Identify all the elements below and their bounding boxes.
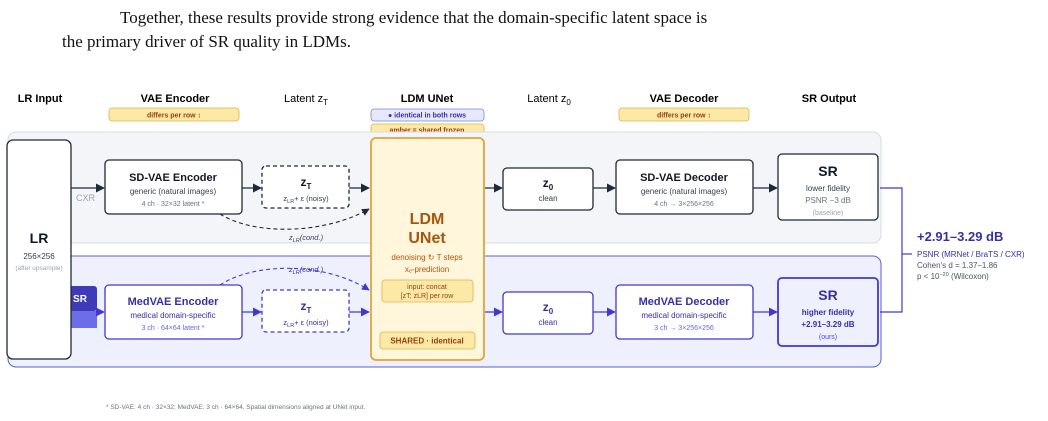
- bottom-sr-line2: +2.91–3.29 dB: [801, 320, 854, 329]
- ldm-unet-box: [370, 137, 485, 361]
- header-ldm-unet: LDM UNet: [401, 93, 454, 105]
- top-zt-noise: zLR+ ε (noisy): [283, 194, 329, 205]
- badge-amber-shared-label: amber = shared frozen: [390, 128, 465, 135]
- top-cond-curve: [219, 208, 370, 230]
- bottom-cond-label: zLR(cond.): [288, 265, 324, 276]
- bottom-cond-curve: [219, 267, 370, 291]
- bottom-sr-title: SR: [818, 287, 837, 303]
- bottom-zt-noise: zLR+ ε (noisy): [283, 318, 329, 329]
- badge-differs-encoder-label: differs per row ↕: [147, 113, 201, 120]
- ldm-unet-shared-label: SHARED · identical: [390, 337, 463, 346]
- header-vae-decoder: VAE Decoder: [650, 93, 720, 105]
- badge-differs-encoder: [108, 107, 240, 122]
- top-decoder-detail: 4 ch → 3×256×256: [654, 201, 714, 208]
- header-sr-output: SR Output: [802, 93, 857, 105]
- lr-input-size: 256×256: [23, 252, 55, 261]
- top-encoder-subtitle: generic (natural images): [130, 187, 217, 196]
- badge-identical-rows-label: ● identical in both rows: [388, 113, 466, 120]
- bottom-sr-line1: higher fidelity: [802, 308, 855, 317]
- ldm-unet-input-line1: input: concat: [407, 284, 447, 291]
- result-cohen: Cohen's d = 1.37–1.86: [917, 261, 998, 270]
- bottom-z0-box: [502, 291, 594, 335]
- header-latent-z0: Latent z0: [527, 93, 571, 107]
- lr-input-title: LR: [30, 230, 49, 246]
- ldm-unet-input-line2: [zT; zLR] per row: [401, 293, 454, 300]
- bottom-decoder-detail: 3 ch → 3×256×256: [654, 325, 714, 332]
- top-encoder-box: [104, 159, 243, 215]
- lr-input-note: (after upsample): [15, 265, 62, 272]
- top-decoder-subtitle: generic (natural images): [641, 187, 728, 196]
- top-sr-box: [777, 153, 879, 221]
- ldm-unet-shared-badge: [379, 331, 476, 350]
- top-encoder-detail: 4 ch · 32×32 latent *: [142, 201, 205, 208]
- ldm-unet-denoise: denoising ↻ T steps: [391, 253, 462, 262]
- lr-input-box: [6, 139, 72, 360]
- top-sr-line2: PSNR −3 dB: [805, 196, 851, 205]
- bottom-decoder-title: MedVAE Decoder: [639, 296, 731, 308]
- top-cond-label: zLR(cond.): [288, 233, 324, 244]
- result-big: +2.91–3.29 dB: [917, 229, 1003, 244]
- bottom-zt-title: zT: [301, 299, 312, 315]
- top-sr-line1: lower fidelity: [806, 184, 850, 193]
- badge-differs-decoder: [618, 107, 750, 122]
- header-vae-encoder: VAE Encoder: [141, 93, 211, 105]
- ldm-unet-title-2: UNet: [408, 230, 446, 247]
- bottom-encoder-title: MedVAE Encoder: [128, 296, 220, 308]
- bottom-row-cut-label: SR: [73, 294, 88, 305]
- top-row-cut-label: CXR: [76, 193, 96, 203]
- top-z0-title: z0: [543, 176, 554, 192]
- bottom-zt-box: [261, 289, 350, 333]
- paragraph-line-1: Together, these results provide strong e…: [120, 8, 708, 27]
- result-psnr: PSNR (MRNet / BraTS / CXR): [917, 250, 1025, 259]
- paragraph-line-2: the primary driver of SR quality in LDMs…: [62, 32, 351, 51]
- badge-differs-decoder-label: differs per row ↕: [657, 113, 711, 120]
- top-encoder-title: SD-VAE Encoder: [129, 172, 218, 184]
- top-zt-title: zT: [301, 175, 312, 191]
- top-sr-title: SR: [818, 163, 837, 179]
- badge-identical-rows: [370, 108, 485, 122]
- top-decoder-box: [615, 159, 754, 215]
- bottom-encoder-detail: 3 ch · 64×64 latent *: [142, 325, 205, 332]
- bottom-encoder-subtitle: medical domain-specific: [130, 311, 215, 320]
- result-bracket: [880, 187, 903, 313]
- result-pvalue: p < 10−20 (Wilcoxon): [917, 272, 989, 281]
- bottom-z0-title: z0: [543, 300, 554, 316]
- bottom-z0-desc: clean: [538, 318, 557, 327]
- figure-footnote: * SD-VAE: 4 ch · 32×32; MedVAE: 3 ch · 6…: [106, 404, 366, 411]
- bottom-sr-box: [777, 277, 879, 347]
- header-latent-zt: Latent zT: [284, 93, 328, 107]
- top-z0-box: [502, 167, 594, 211]
- ldm-unet-prediction: xₑ-prediction: [405, 265, 449, 274]
- ldm-unet-title-1: LDM: [410, 211, 445, 228]
- bottom-decoder-subtitle: medical domain-specific: [641, 311, 726, 320]
- top-decoder-title: SD-VAE Decoder: [640, 172, 729, 184]
- bottom-sr-line3: (ours): [819, 334, 837, 341]
- top-zt-box: [261, 165, 350, 209]
- header-lr-input: LR Input: [18, 93, 63, 105]
- top-sr-line3: (baseline): [813, 210, 844, 217]
- top-z0-desc: clean: [538, 194, 557, 203]
- body-paragraph: Together, these results provide strong e…: [62, 6, 1022, 54]
- ldm-unet-input-note: [381, 279, 474, 303]
